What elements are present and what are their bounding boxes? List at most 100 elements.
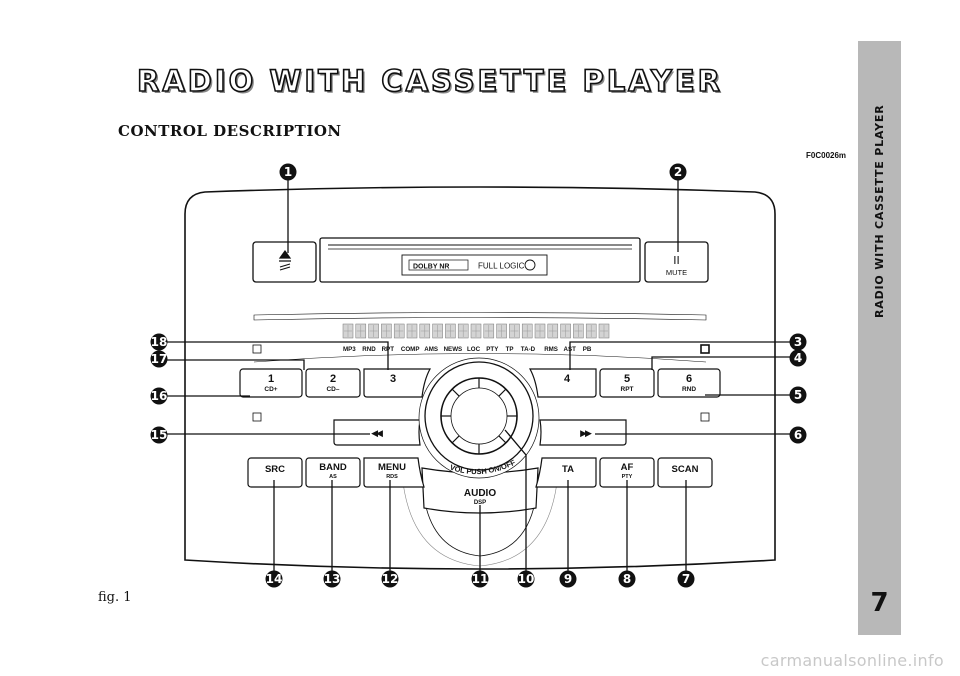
display-char-cell (457, 323, 469, 339)
display-char-cell (483, 323, 495, 339)
callout-number: 3 (794, 335, 802, 349)
display-char-cell (342, 323, 354, 339)
section-heading: CONTROL DESCRIPTION (118, 122, 342, 140)
indicator-square (252, 412, 262, 422)
callout-1: 1 (279, 163, 297, 181)
callout-9: 9 (559, 570, 577, 588)
callout-7: 7 (677, 570, 695, 588)
knob-tick (451, 435, 460, 444)
band-button[interactable]: BAND AS (305, 457, 361, 488)
band-label: BAND (319, 462, 347, 473)
preset-3-button[interactable]: 3 (363, 368, 432, 398)
dsp-label: DSP (474, 500, 486, 506)
callout-number: 13 (324, 572, 341, 586)
callout-4: 4 (789, 349, 807, 367)
preset-6-number: 6 (686, 373, 692, 385)
knob-grip-ticks (441, 378, 517, 454)
cassette-door[interactable]: DOLBY NR FULL LOGIC (319, 237, 641, 283)
preset-5-number: 5 (624, 373, 630, 385)
display-indicator-label: AMS (424, 346, 438, 353)
src-label: SRC (265, 464, 285, 475)
display-char-cell (432, 323, 443, 339)
side-tab: RADIO WITH CASSETTE PLAYER 7 (858, 41, 901, 635)
callout-3: 3 (789, 333, 807, 351)
callout-number: 12 (382, 572, 399, 586)
callout-8: 8 (618, 570, 636, 588)
preset-4-button[interactable]: 4 (528, 368, 597, 398)
preset-6-button[interactable]: 6 RND (657, 368, 721, 398)
callout-number: 18 (151, 335, 168, 349)
eject-button[interactable] (252, 241, 317, 283)
display-char-cell (534, 323, 546, 339)
display-indicator-label: RND (362, 346, 376, 353)
preset-5-sub: RPT (621, 386, 634, 393)
preset-2-number: 2 (330, 373, 336, 385)
preset-1-button[interactable]: 1 CD+ (239, 368, 303, 398)
ta-button[interactable]: TA (535, 457, 597, 488)
callout-12: 12 (381, 570, 399, 588)
callout-number: 7 (682, 572, 690, 586)
knob-tick (498, 388, 507, 397)
display-char-cell (496, 323, 507, 339)
display-char-cell (573, 323, 584, 339)
callout-number: 11 (472, 572, 489, 586)
display-char-cell (560, 323, 571, 339)
audio-dsp-button[interactable]: AUDIO DSP (421, 467, 539, 514)
display-indicator-label: PTY (486, 346, 499, 353)
callout-number: 14 (266, 572, 283, 586)
forward-icon: ▶▶ (580, 429, 592, 439)
callout-11: 11 (471, 570, 489, 588)
figure-code: F0C0026m (806, 151, 847, 160)
af-sub: PTY (622, 474, 633, 480)
indicator-square (700, 412, 710, 422)
callout-17: 17 (150, 350, 168, 368)
display-char-cell (598, 323, 610, 339)
display-char-cell (355, 323, 367, 339)
menu-label: MENU (378, 462, 406, 473)
volume-knob[interactable]: VOL PUSH ON/OFF (418, 357, 540, 479)
knob-tick (451, 388, 460, 397)
callout-number: 4 (794, 351, 802, 365)
ta-label: TA (562, 464, 574, 475)
preset-3-number: 3 (390, 373, 396, 385)
display-char-cell (509, 323, 520, 339)
display-char-cell (547, 323, 559, 339)
menu-sub: RDS (386, 474, 398, 480)
display-indicator-label: PB (583, 346, 592, 353)
eject-icon (278, 249, 292, 262)
af-label: AF (621, 462, 634, 473)
seek-forward-button[interactable]: ▶▶ (539, 419, 627, 446)
af-button[interactable]: AF PTY (599, 457, 655, 488)
display-char-cell (585, 323, 597, 339)
display-char-cell (445, 323, 456, 339)
page-number: 7 (870, 588, 889, 618)
pause-mute-button[interactable]: II MUTE (644, 241, 709, 283)
watermark: carmanualsonline.info (760, 651, 944, 670)
callout-number: 1 (284, 165, 292, 179)
display-char-cell (406, 323, 418, 339)
indicator-square (700, 344, 710, 354)
preset-1-number: 1 (268, 373, 274, 385)
callout-14: 14 (265, 570, 283, 588)
seek-rewind-button[interactable]: ◀◀ (333, 419, 421, 446)
scan-button[interactable]: SCAN (657, 457, 713, 488)
callout-13: 13 (323, 570, 341, 588)
preset-2-button[interactable]: 2 CD– (305, 368, 361, 398)
display-indicator-label: MP3 (343, 346, 356, 353)
callout-number: 17 (151, 352, 168, 366)
callout-number: 2 (674, 165, 682, 179)
display-indicator-label: COMP (401, 346, 420, 353)
src-button[interactable]: SRC (247, 457, 303, 488)
display-indicator-label: TP (506, 346, 514, 353)
menu-button[interactable]: MENU RDS (363, 457, 425, 488)
display-indicator-label: LOC (467, 346, 481, 353)
preset-5-button[interactable]: 5 RPT (599, 368, 655, 398)
display-char-cell (381, 323, 392, 339)
display-char-cell (419, 323, 431, 339)
preset-2-sub: CD– (326, 386, 339, 393)
callout-6: 6 (789, 426, 807, 444)
callout-number: 15 (151, 428, 168, 442)
display-segments (342, 323, 610, 339)
